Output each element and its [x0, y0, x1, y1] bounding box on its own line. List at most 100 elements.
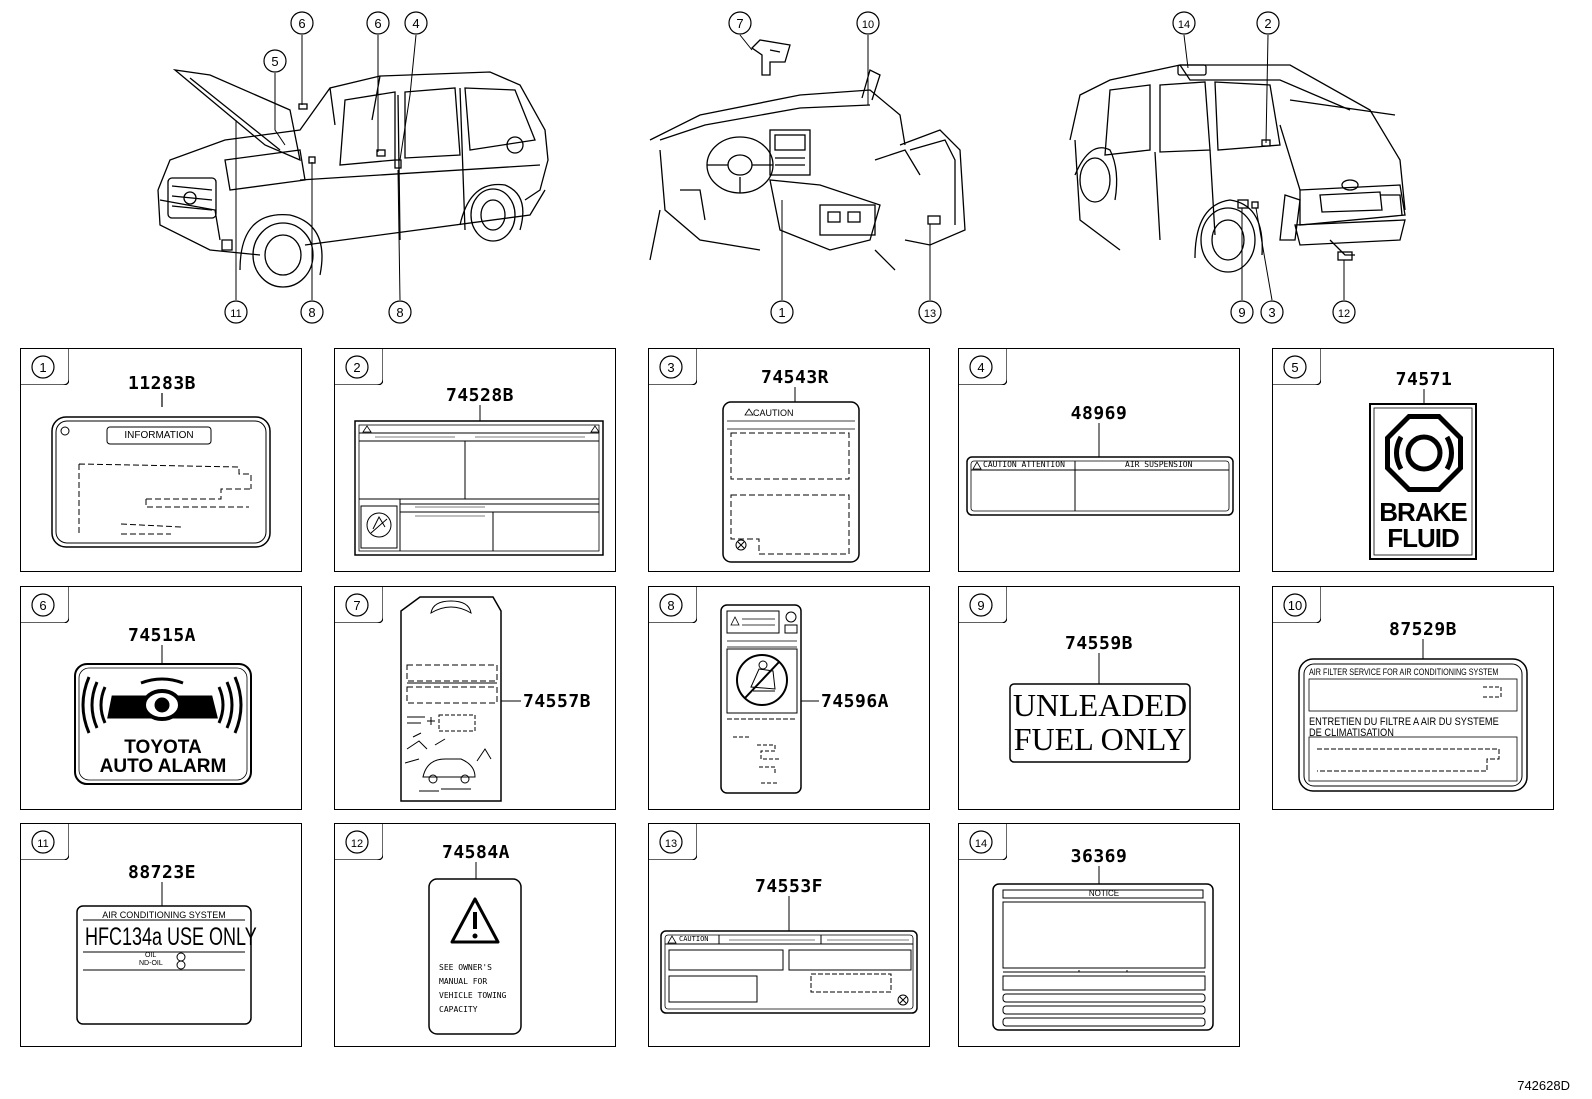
- label-panel-11: 11 88723E AIR CONDITIONING SYSTEM HFC134…: [20, 823, 302, 1047]
- rear-vehicle-illustration: [1069, 64, 1406, 273]
- callout-6b: 6: [374, 16, 381, 31]
- label-panel-7: 7 74557B: [334, 586, 616, 810]
- child-seat-caution-label-drawing: [720, 604, 819, 794]
- label-panel-1: 1 11283B INFORMATION: [20, 348, 302, 572]
- callout-3: 3: [1268, 305, 1275, 320]
- warning-triangle-icon: [450, 897, 500, 944]
- svg-text:8: 8: [667, 598, 674, 613]
- callout-7: 7: [736, 16, 743, 31]
- notice-label-drawing: [992, 866, 1214, 1031]
- fluid-text: FLUID: [1387, 523, 1460, 553]
- see-owners-text: SEE OWNER'S: [439, 963, 492, 972]
- svg-text:4: 4: [977, 360, 984, 375]
- diagram-reference-number: 742628D: [1517, 1078, 1570, 1093]
- label-panel-12: 12 74584A SEE OWNER'S MANUAL FOR VEHICLE…: [334, 823, 616, 1047]
- caution-header: CAUTION: [753, 408, 794, 418]
- unleaded-text: UNLEADED: [1012, 687, 1188, 723]
- manual-for-text: MANUAL FOR: [439, 977, 488, 986]
- callout-11: 11: [230, 308, 241, 320]
- oil-text: OIL: [145, 952, 157, 959]
- towing-capacity-label-drawing: [428, 862, 522, 1035]
- brake-fluid-label-drawing: [1369, 389, 1477, 560]
- label-panel-8: 8 74596A: [648, 586, 930, 810]
- part-number: 74553F: [754, 876, 824, 897]
- air-suspension-text: AIR SUSPENSION: [1125, 460, 1193, 469]
- hang-tag-label-drawing: [400, 596, 521, 802]
- auto-alarm-label-drawing: [74, 645, 252, 785]
- callout-13: 13: [924, 308, 936, 320]
- label-panel-2: 2 74528B: [334, 348, 616, 572]
- label-panel-10: 10 87529B AIR FILTER SERVICE FOR AIR CON…: [1272, 586, 1554, 810]
- hfc134a-text: HFC134a USE ONLY: [85, 923, 257, 951]
- information-label-drawing: [51, 393, 271, 548]
- callout-5: 5: [271, 54, 278, 69]
- part-number: 74571: [1395, 369, 1453, 390]
- callout-6: 6: [298, 16, 305, 31]
- part-number: 74559B: [1064, 633, 1134, 654]
- svg-text:7: 7: [353, 598, 360, 613]
- unleaded-fuel-label-drawing: [1009, 653, 1191, 763]
- label-panel-14: 14 36369 NOTICE: [958, 823, 1240, 1047]
- caution-attention-text: CAUTION ATTENTION: [983, 460, 1065, 469]
- air-filter-service-text: AIR FILTER SERVICE FOR AIR CONDITIONING …: [1309, 667, 1499, 677]
- svg-text:13: 13: [665, 838, 677, 850]
- label-panel-13: 13 74553F CAUTION: [648, 823, 930, 1047]
- label-panel-6: 6 74515A TOYOTA AUTO ALARM: [20, 586, 302, 810]
- svg-text:3: 3: [667, 360, 674, 375]
- caution-label-drawing: [354, 405, 604, 556]
- caution-label-drawing: [722, 387, 860, 563]
- part-number: 87529B: [1388, 619, 1458, 640]
- vehicle-towing-text: VEHICLE TOWING: [439, 991, 507, 1000]
- auto-alarm-text: AUTO ALARM: [99, 756, 227, 777]
- entretien-text: ENTRETIEN DU FILTRE A AIR DU SYSTEME: [1309, 716, 1499, 728]
- svg-text:5: 5: [1291, 360, 1298, 375]
- capacity-text: CAPACITY: [439, 1005, 478, 1014]
- part-number: 88723E: [127, 862, 197, 883]
- callout-4: 4: [412, 16, 419, 31]
- label-panel-5: 5 74571 BRAKE FLUID: [1272, 348, 1554, 572]
- label-panel-4: 4 48969 CAUTION ATTENTION AIR SUSPENSION: [958, 348, 1240, 572]
- svg-text:1: 1: [39, 360, 46, 375]
- vehicle-overview-diagram: 6 6 4 5 11 8 8 7 10 1 13 14 2 9 3 12: [157, 11, 1406, 324]
- ac-system-text: AIR CONDITIONING SYSTEM: [102, 910, 226, 920]
- nd-oil-text: ND-OIL: [139, 960, 163, 967]
- part-number: 74596A: [821, 691, 890, 712]
- air-suspension-label-drawing: [966, 423, 1234, 516]
- alarm-car-icon: [81, 676, 243, 734]
- svg-text:9: 9: [977, 598, 984, 613]
- notice-header: NOTICE: [1088, 889, 1120, 898]
- part-number: 74515A: [127, 625, 197, 646]
- part-number: 11283B: [127, 373, 197, 394]
- callout-1: 1: [778, 305, 785, 320]
- information-header: INFORMATION: [124, 430, 194, 441]
- front-vehicle-illustration: [157, 69, 549, 288]
- label-panel-9: 9 74559B UNLEADED FUEL ONLY: [958, 586, 1240, 810]
- part-number: 36369: [1070, 846, 1128, 867]
- overview-callouts: [224, 11, 1356, 324]
- part-number: 74557B: [523, 691, 592, 712]
- ac-refrigerant-label-drawing: [76, 882, 252, 1025]
- caution-text: CAUTION: [679, 935, 709, 943]
- climatisation-text: DE CLIMATISATION: [1309, 727, 1394, 739]
- seat-caution-label-drawing: [660, 896, 918, 1014]
- callout-8: 8: [308, 305, 315, 320]
- interior-dashboard-illustration: [649, 39, 966, 271]
- svg-text:2: 2: [353, 360, 360, 375]
- callout-14: 14: [1178, 19, 1190, 31]
- part-number: 74584A: [441, 842, 511, 863]
- front-leader-lines: [235, 34, 417, 301]
- part-number: 48969: [1070, 403, 1128, 424]
- part-number: 74528B: [445, 385, 515, 406]
- part-number: 74543R: [760, 367, 830, 388]
- callout-9: 9: [1238, 305, 1245, 320]
- svg-text:6: 6: [39, 598, 46, 613]
- interior-leader-lines: [739, 34, 931, 300]
- svg-text:14: 14: [975, 838, 987, 850]
- overview-callout-numbers: 6 6 4 5 11 8 8 7 10 1 13 14 2 9 3 12: [230, 16, 1350, 320]
- brake-warning-icon: [1385, 414, 1463, 492]
- rear-leader-lines: [1183, 34, 1345, 301]
- air-filter-label-drawing: [1298, 639, 1528, 792]
- callout-12: 12: [1338, 308, 1350, 320]
- callout-8b: 8: [396, 305, 403, 320]
- svg-text:11: 11: [37, 838, 48, 850]
